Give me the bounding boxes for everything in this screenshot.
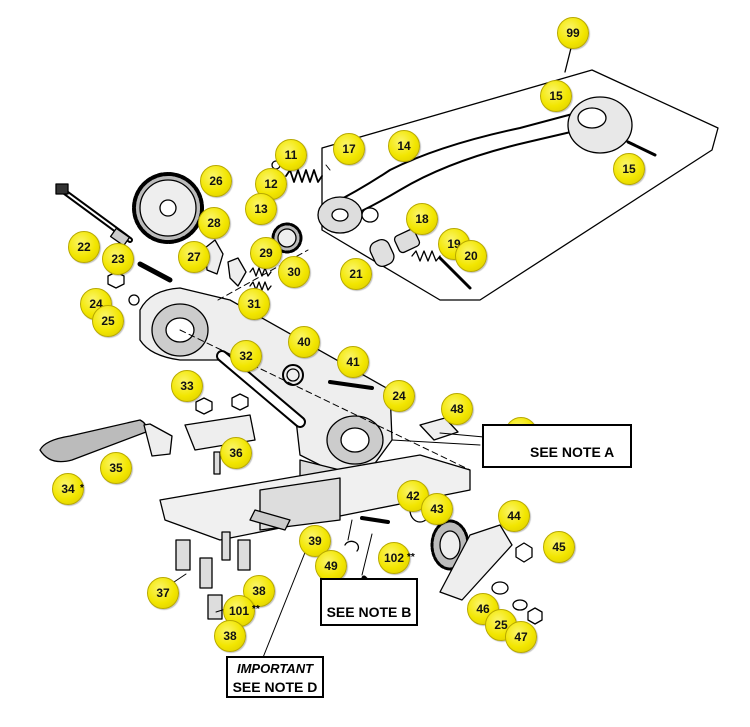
nut-45 (515, 542, 533, 563)
callout-23[interactable]: 23 (102, 243, 134, 275)
callout-49[interactable]: 49 (315, 550, 347, 582)
callout-36[interactable]: 36 (220, 437, 252, 469)
pin-102 (360, 516, 390, 524)
pin-23 (137, 261, 173, 283)
pawl-29 (227, 257, 247, 287)
callout-38[interactable]: 38 (243, 575, 275, 607)
note-d-label[interactable]: SEE NOTE D (232, 679, 318, 695)
nut-33a (195, 397, 213, 415)
callout-21[interactable]: 21 (340, 258, 372, 290)
note-a-label[interactable]: SEE NOTE A (530, 444, 615, 460)
callout-34[interactable]: 34 (52, 473, 84, 505)
washer-25 (128, 294, 140, 306)
callout-101-stars: ** (252, 604, 260, 615)
callout-15-pin[interactable]: 15 (613, 153, 645, 185)
note-b-box: SEE NOTE B (320, 578, 418, 626)
pin-101 (221, 531, 231, 561)
bushing-18 (393, 228, 421, 254)
callout-26[interactable]: 26 (200, 165, 232, 197)
callout-39[interactable]: 39 (299, 525, 331, 557)
callout-24-right[interactable]: 24 (383, 380, 415, 412)
screw-38b (207, 594, 223, 620)
callout-40[interactable]: 40 (288, 326, 320, 358)
part-48 (419, 417, 459, 441)
spring-19 (411, 250, 441, 262)
callout-38-lower[interactable]: 38 (214, 620, 246, 652)
callout-13[interactable]: 13 (245, 193, 277, 225)
callout-45[interactable]: 45 (543, 531, 575, 563)
note-d-box: IMPORTANT SEE NOTE D (226, 656, 324, 698)
callout-41[interactable]: 41 (337, 346, 369, 378)
spring-30a (249, 267, 272, 277)
important-label: IMPORTANT (236, 661, 314, 676)
callout-31[interactable]: 31 (238, 288, 270, 320)
washer-25b (512, 599, 528, 611)
callout-27[interactable]: 27 (178, 241, 210, 273)
nut-33b (231, 393, 249, 411)
callout-18[interactable]: 18 (406, 203, 438, 235)
plate-44 (439, 524, 513, 601)
callout-44[interactable]: 44 (498, 500, 530, 532)
callout-35[interactable]: 35 (100, 452, 132, 484)
callout-32[interactable]: 32 (230, 340, 262, 372)
washer-46 (491, 581, 509, 595)
gear-26 (132, 172, 204, 244)
shaft-22 (55, 183, 133, 247)
callout-15[interactable]: 15 (540, 80, 572, 112)
callout-22[interactable]: 22 (68, 231, 100, 263)
nut-47 (527, 607, 543, 625)
handle-group-outline (321, 69, 719, 301)
callout-20[interactable]: 20 (455, 240, 487, 272)
callout-47[interactable]: 47 (505, 621, 537, 653)
callout-99[interactable]: 99 (557, 17, 589, 49)
base-plate (159, 454, 471, 541)
callout-42[interactable]: 42 (397, 480, 429, 512)
handle-lever (317, 96, 657, 234)
bushing-21 (369, 238, 395, 268)
pin-20 (438, 256, 472, 290)
handle-34 (39, 419, 173, 463)
callout-102[interactable]: 102 (378, 542, 410, 574)
clip-49 (344, 540, 360, 552)
bolt-41 (328, 380, 374, 390)
callout-17[interactable]: 17 (333, 133, 365, 165)
screw-37b (199, 557, 213, 589)
callout-30[interactable]: 30 (278, 256, 310, 288)
screw-37a (175, 539, 191, 571)
callout-48[interactable]: 48 (441, 393, 473, 425)
callout-25[interactable]: 25 (92, 305, 124, 337)
callout-37[interactable]: 37 (147, 577, 179, 609)
callout-34-star: * (80, 483, 84, 494)
note-a-box (482, 424, 632, 468)
note-b-label[interactable]: SEE NOTE B (326, 604, 412, 620)
spring-30b (249, 281, 272, 291)
callout-102-stars: ** (407, 552, 415, 563)
callout-33[interactable]: 33 (171, 370, 203, 402)
screw-38a (237, 539, 251, 571)
callout-11[interactable]: 11 (275, 139, 307, 171)
callout-14[interactable]: 14 (388, 130, 420, 162)
pin-36 (213, 451, 221, 475)
callout-29[interactable]: 29 (250, 237, 282, 269)
spring-11 (285, 169, 323, 183)
callout-28[interactable]: 28 (198, 207, 230, 239)
callout-43[interactable]: 43 (421, 493, 453, 525)
